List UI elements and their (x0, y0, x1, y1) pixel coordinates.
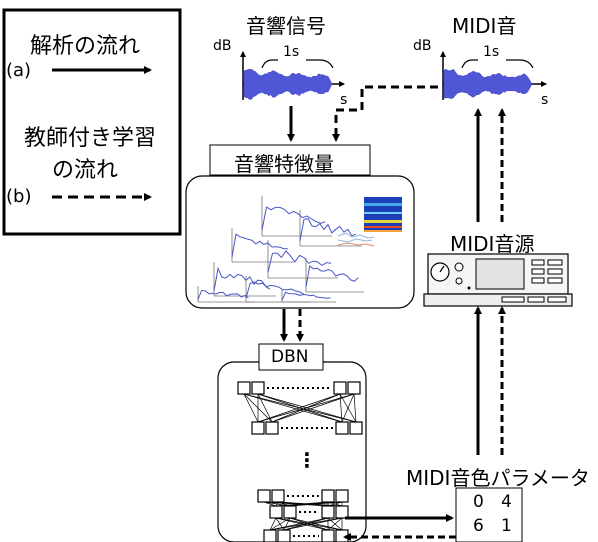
feature-plot-thumbnail (197, 286, 254, 303)
dbn-connection (289, 517, 343, 531)
dashed-arrow-midi-to-features (332, 85, 438, 142)
waveform (443, 68, 533, 99)
dbn-unit (257, 489, 271, 503)
dbn-vertical-ellipsis: ⋮ (297, 448, 317, 472)
dbn-connection (327, 501, 343, 507)
parameter-value: 0 (473, 492, 484, 512)
dbn-unit (335, 505, 349, 519)
dbn-network (237, 381, 363, 542)
feature-plot-thumbnail (231, 228, 294, 263)
dbn-connection (257, 393, 341, 423)
dbn-connection (341, 393, 355, 423)
dbn-connection (353, 393, 357, 423)
timbre-parameters-title: MIDI音色パラメータ (406, 466, 590, 490)
dbn-unit (263, 529, 277, 542)
parameter-box (455, 487, 523, 542)
dbn-unit (277, 529, 291, 542)
acoustic-db-label: dB (213, 38, 232, 54)
legend-box (2, 8, 182, 236)
midi-sound-title: MIDI音 (452, 14, 517, 38)
feature-plot-thumbnail (281, 290, 336, 303)
dbn-connection (269, 517, 329, 531)
acoustic-duration-label: 1s (283, 44, 300, 60)
dbn-connection (269, 517, 291, 531)
dbn-connection (275, 517, 329, 531)
dbn-connection (327, 517, 343, 531)
midi-device-icon (423, 253, 573, 307)
dbn-connection (289, 517, 329, 531)
acoustic-time-label: s (340, 92, 348, 108)
feature-plot-thumbnail (299, 210, 362, 247)
dbn-unit (251, 421, 265, 435)
acoustic-signal-plot (240, 51, 345, 100)
parameter-value: 1 (501, 516, 512, 536)
midi-db-label: dB (413, 38, 432, 54)
legend-supervised-label-line2: の流れ (52, 158, 119, 183)
waveform (243, 69, 333, 100)
dbn-connection (263, 501, 277, 507)
midi-duration-label: 1s (483, 44, 500, 60)
features-title: 音響特徴量 (234, 152, 334, 176)
dbn-title: DBN (271, 347, 309, 367)
midi-time-label: s (541, 92, 549, 108)
legend-supervised-label-line1: 教師付き学習 (24, 126, 157, 151)
dbn-unit (333, 381, 347, 395)
feature-plot-thumbnail (305, 258, 364, 293)
dbn-connection (269, 517, 277, 531)
dbn-connection (275, 501, 279, 507)
dbn-unit (237, 381, 251, 395)
legend-a-marker: (a) (6, 60, 32, 81)
dbn-connection (257, 393, 355, 423)
dbn-unit (265, 421, 279, 435)
dbn-unit (347, 381, 361, 395)
dbn-connection (269, 517, 343, 531)
midi-source-title: MIDI音源 (450, 232, 535, 256)
legend-b-marker: (b) (6, 186, 32, 207)
dbn-unit (349, 421, 363, 435)
acoustic-signal-title: 音響信号 (246, 14, 326, 38)
dbn-unit (335, 421, 349, 435)
spectrogram-thumbnail (337, 197, 402, 247)
dbn-unit (271, 489, 285, 503)
feature-plot-thumbnail (261, 196, 332, 237)
dbn-unit (321, 505, 335, 519)
dbn-unit (251, 381, 265, 395)
feature-plots (197, 196, 364, 303)
dbn-connection (257, 393, 273, 423)
duration-bracket (461, 59, 534, 69)
dbn-connection (243, 393, 259, 423)
parameter-value: 4 (501, 492, 512, 512)
dbn-unit (335, 489, 349, 503)
dbn-connection (283, 517, 343, 531)
duration-bracket (261, 59, 334, 69)
dbn-unit (321, 529, 335, 542)
dbn-connection (289, 501, 343, 507)
features-title-box (209, 144, 371, 176)
dbn-connection (283, 517, 291, 531)
feature-plot-thumbnail (267, 240, 338, 279)
dbn-unit (335, 529, 349, 542)
parameter-value: 6 (473, 516, 484, 536)
dbn-unit (321, 489, 335, 503)
dbn-unit (269, 505, 283, 519)
dbn-title-box (258, 343, 324, 371)
dbn-unit (283, 505, 297, 519)
dbn-connection (271, 393, 355, 423)
legend-analysis-label: 解析の流れ (30, 34, 141, 59)
midi-sound-plot (440, 51, 547, 100)
